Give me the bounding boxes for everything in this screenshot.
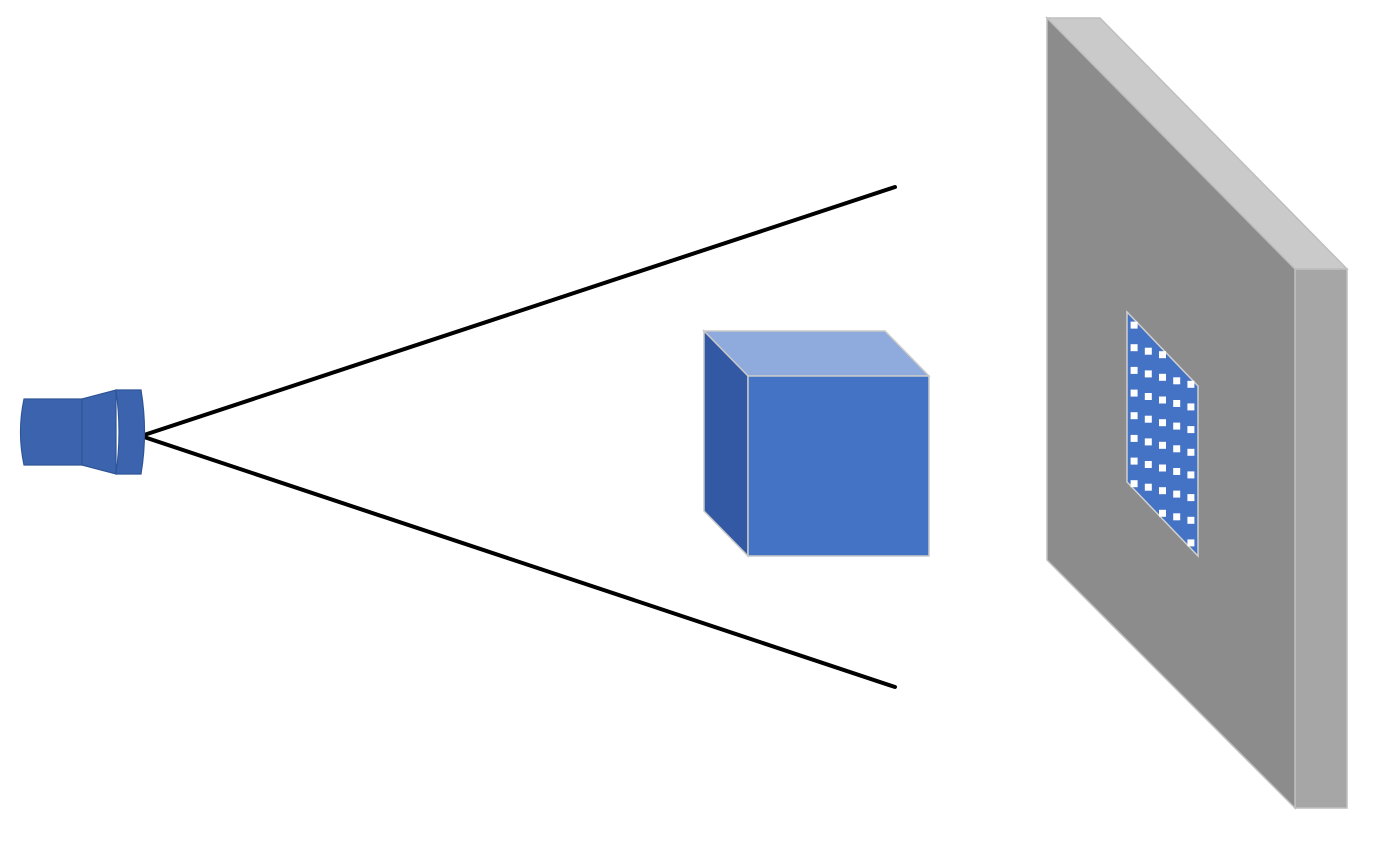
pattern-dot — [1173, 377, 1181, 385]
camera-icon — [19, 389, 146, 475]
pattern-dot — [1187, 516, 1195, 524]
pattern-dot — [1187, 380, 1195, 388]
pattern-dot — [1144, 438, 1152, 446]
pattern-dot — [1130, 321, 1138, 329]
pattern-dot — [1159, 351, 1166, 359]
pattern-dot — [1187, 471, 1195, 479]
pattern-dot — [1187, 448, 1195, 456]
pattern-dot — [1130, 344, 1138, 352]
pattern-dot — [1173, 400, 1181, 407]
pattern-dot — [1144, 415, 1152, 423]
pattern-dot — [1187, 426, 1195, 434]
pattern-dot — [1159, 487, 1166, 495]
field-of-view — [139, 185, 897, 689]
wall-side-face — [1294, 268, 1348, 809]
pattern-dot — [1144, 370, 1152, 378]
upper-ray — [139, 185, 897, 438]
pattern-dot — [1173, 513, 1181, 521]
pattern-dot — [1187, 403, 1195, 411]
pattern-dot — [1130, 434, 1138, 442]
cube-front-face — [747, 375, 930, 557]
pattern-dot — [1159, 373, 1166, 381]
pattern-dot — [1130, 412, 1138, 420]
pattern-dot — [1159, 509, 1166, 517]
pattern-dot — [1173, 490, 1181, 498]
camera-lens-cone — [81, 389, 117, 475]
pattern-dot — [1159, 396, 1166, 404]
pattern-dot — [1173, 445, 1181, 453]
pattern-dot — [1159, 441, 1166, 449]
pattern-dot — [1159, 464, 1166, 472]
pattern-dot — [1130, 457, 1138, 465]
pattern-dot — [1144, 347, 1152, 355]
pattern-dot — [1173, 468, 1181, 475]
pattern-base — [1126, 310, 1199, 558]
camera-lens-front — [115, 389, 146, 475]
camera-body — [19, 398, 83, 466]
pattern-dot — [1144, 461, 1152, 468]
pattern-dot — [1187, 494, 1195, 502]
pattern-dot — [1130, 389, 1138, 397]
pattern-dot — [1159, 419, 1166, 427]
pattern-dot — [1144, 483, 1152, 491]
checker-pattern-icon — [1130, 321, 1195, 547]
lower-ray — [139, 434, 897, 689]
patterned-target — [1126, 310, 1199, 558]
pattern-dot — [1130, 480, 1138, 488]
pattern-dot — [1187, 539, 1195, 547]
pattern-dot — [1130, 366, 1138, 374]
pattern-dot — [1144, 393, 1152, 400]
pattern-dot — [1173, 422, 1181, 430]
cube-icon — [702, 329, 931, 558]
